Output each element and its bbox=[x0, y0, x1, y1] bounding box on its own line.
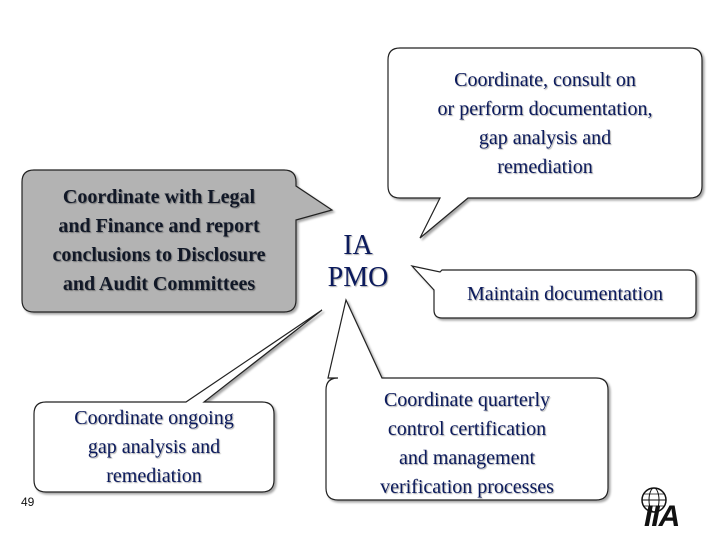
callout-bottom-left-text: Coordinate ongoing gap analysis and reme… bbox=[74, 407, 234, 487]
callout-top-right-shape bbox=[387, 47, 703, 239]
callout-bottom-center-text: Coordinate quarterly control certificati… bbox=[380, 389, 554, 498]
callout-right-text: Maintain documentation bbox=[466, 283, 664, 305]
iia-logo-icon bbox=[641, 487, 667, 513]
callout-top-right-text: Coordinate, consult on or perform docume… bbox=[437, 69, 653, 178]
callout-right-shape bbox=[410, 265, 697, 319]
slide-number: 49 bbox=[21, 495, 35, 509]
iia-logo-text: IIA bbox=[644, 500, 680, 533]
hub-ia-pmo: IA PMO bbox=[327, 230, 389, 293]
callout-left-shape bbox=[21, 169, 334, 313]
callout-bottom-center-shape bbox=[325, 298, 609, 501]
callout-left-text: Coordinate with Legal and Finance and re… bbox=[52, 186, 266, 295]
callout-bottom-left-shape bbox=[33, 309, 323, 493]
